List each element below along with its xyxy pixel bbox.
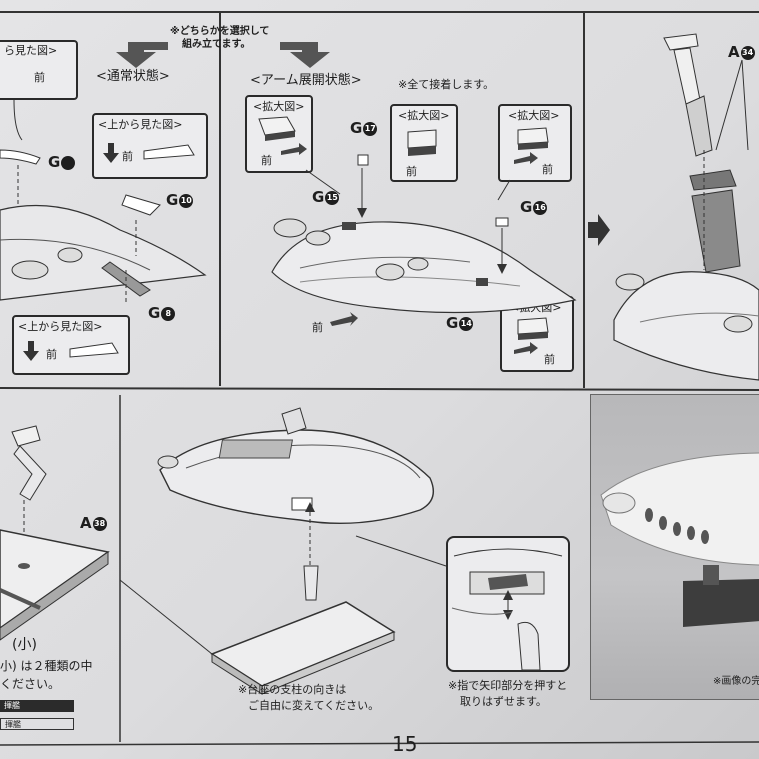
top-view-box-g10: <上から見た図> 前 [92,113,208,179]
part-detail-icon [258,116,307,155]
top-view-label: <上から見た図> [18,320,103,333]
part-detail-icon [514,317,549,354]
enlarged-label: <拡大図> [510,301,562,314]
enlarged-label: <拡大図> [508,109,560,122]
note-left-1: 小) は２種類の中 [0,659,93,673]
front-label: 前 [34,71,45,84]
push-detail-drawing [451,548,563,671]
front-label: 前 [312,321,323,334]
legend-row-1: 揮艦 [0,700,74,712]
legend-row-2: 揮艦 [0,718,74,730]
part-detail-icon [514,127,549,164]
push-note-1: ※指で矢印部分を押すと [448,679,568,692]
normal-state-title: <通常状態> [96,69,170,84]
down-arrow-icon [103,143,195,163]
push-note-2: 取りはずせます。 [460,695,547,708]
front-label: 前 [261,154,272,167]
front-label: 前 [46,348,57,361]
arm-state-title: <アーム展開状態> [250,73,362,88]
photo-caption: ※画像の完 [713,676,759,687]
stand-note-2: ご自由に変えてください。 [248,699,380,712]
top-view-label: ら見た図> [4,44,58,57]
note-left-2: ください。 [0,677,61,691]
page-number: 15 [392,732,418,756]
enlarged-box-g15: <拡大図> 前 [245,95,313,173]
down-arrow-icon [23,341,119,361]
small-label: (小) [12,637,37,653]
enlarged-box-g17: <拡大図> 前 [390,104,458,182]
front-label: 前 [406,165,417,178]
part-g-cut: GG [48,155,76,170]
front-label: 前 [122,150,133,163]
part-detail-icon [407,129,437,156]
choose-note-1: ※どちらかを選択して [170,26,270,37]
stand-note-1: ※台座の支柱の向きは [238,683,347,696]
top-view-box-g8: <上から見た図> 前 [12,315,130,375]
enlarged-label: <拡大図> [398,109,450,122]
model-photo: ※画像の完 [590,394,759,700]
top-view-label: <上から見た図> [98,118,183,131]
model-photo-ship [600,452,759,627]
enlarged-box-g16: <拡大図> 前 [498,104,572,182]
push-detail-box [446,536,570,672]
front-label: 前 [544,353,555,366]
choose-note-2: 組み立てます。 [182,39,251,50]
enlarged-label: <拡大図> [253,100,305,113]
top-view-box-left: ら見た図> 前 [0,40,78,100]
front-label: 前 [542,163,553,176]
glue-note: ※全て接着します。 [398,78,495,91]
